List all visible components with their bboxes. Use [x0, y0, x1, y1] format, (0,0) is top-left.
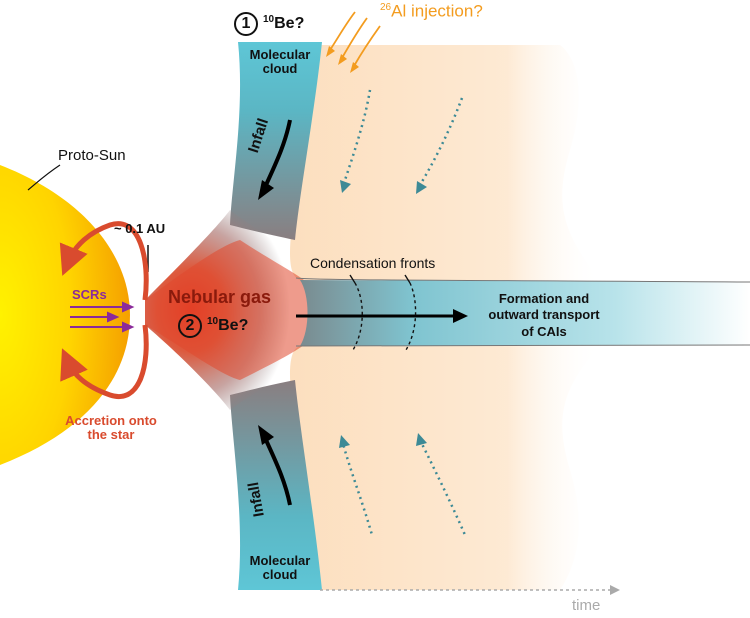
- infall-arrow-top: [258, 119, 292, 200]
- time-arrow: [320, 585, 620, 595]
- injection-arrows: [329, 11, 381, 67]
- distance-label: ~ 0.1 AU: [114, 221, 166, 236]
- disk-lower: [290, 346, 600, 590]
- disk-flow-arrowheads: [339, 180, 427, 448]
- injection-arrowheads: [326, 46, 359, 73]
- accretion-label-line2: the star: [87, 427, 135, 443]
- stream-edge-top: [295, 277, 750, 283]
- accretion-label: Accretion onto the star: [56, 413, 166, 443]
- formation-line3: of CAIs: [521, 323, 567, 339]
- condensation-fronts: [349, 274, 417, 351]
- accretion-arrow-upper: [59, 221, 149, 301]
- al26-label: 26Al injection?: [380, 2, 483, 21]
- time-label: time: [572, 597, 601, 614]
- infall-arrow-bottom: [258, 425, 292, 506]
- al26-text: Al injection?: [391, 1, 483, 21]
- disk-upper: [290, 45, 600, 280]
- molecular-cloud-top-line1: Molecular: [249, 47, 311, 62]
- cai-transport-stream: [300, 280, 750, 346]
- molecular-cloud-top-line2: cloud: [262, 61, 298, 77]
- molecular-cloud-bottom-line1: Molecular: [249, 553, 311, 568]
- molecular-cloud-top-label: Molecular cloud: [240, 47, 320, 77]
- molecular-cloud-lower: [230, 380, 322, 590]
- molecular-cloud-bottom-label: Molecular cloud: [240, 553, 320, 583]
- molecular-cloud-upper: [230, 42, 322, 240]
- condensation-fronts-label: Condensation fronts: [310, 255, 436, 271]
- formation-label: Formation and outward transport of CAIs: [474, 291, 614, 340]
- be10-top-text: Be?: [274, 15, 305, 33]
- accretion-arrow-lower: [60, 324, 149, 400]
- be10-top-mass: 10: [263, 13, 275, 25]
- nebular-gas-label: Nebular gas: [168, 287, 272, 307]
- circle-1-icon: 1: [234, 12, 258, 36]
- outward-transport-arrow: [296, 309, 468, 323]
- proto-sun-leader: [27, 164, 61, 191]
- formation-line2: outward transport: [488, 307, 600, 323]
- scr-arrows: [70, 301, 135, 333]
- scrs-label: SCRs: [72, 287, 107, 302]
- al26-mass: 26: [380, 2, 392, 13]
- accretion-label-line1: Accretion onto: [65, 413, 157, 428]
- be10-top-label: 1 10Be?: [234, 12, 304, 36]
- be10-middle-mass: 10: [207, 315, 219, 327]
- proto-sun-label: Proto-Sun: [58, 147, 126, 164]
- molecular-cloud-bottom-line2: cloud: [262, 567, 298, 583]
- disk-flow-arrows: [340, 89, 467, 536]
- be10-middle-label: 2 10Be?: [178, 314, 248, 338]
- formation-line1: Formation and: [498, 291, 590, 306]
- be10-middle-text: Be?: [218, 317, 249, 335]
- circle-2-icon: 2: [178, 314, 202, 338]
- nebula-core: [145, 240, 310, 380]
